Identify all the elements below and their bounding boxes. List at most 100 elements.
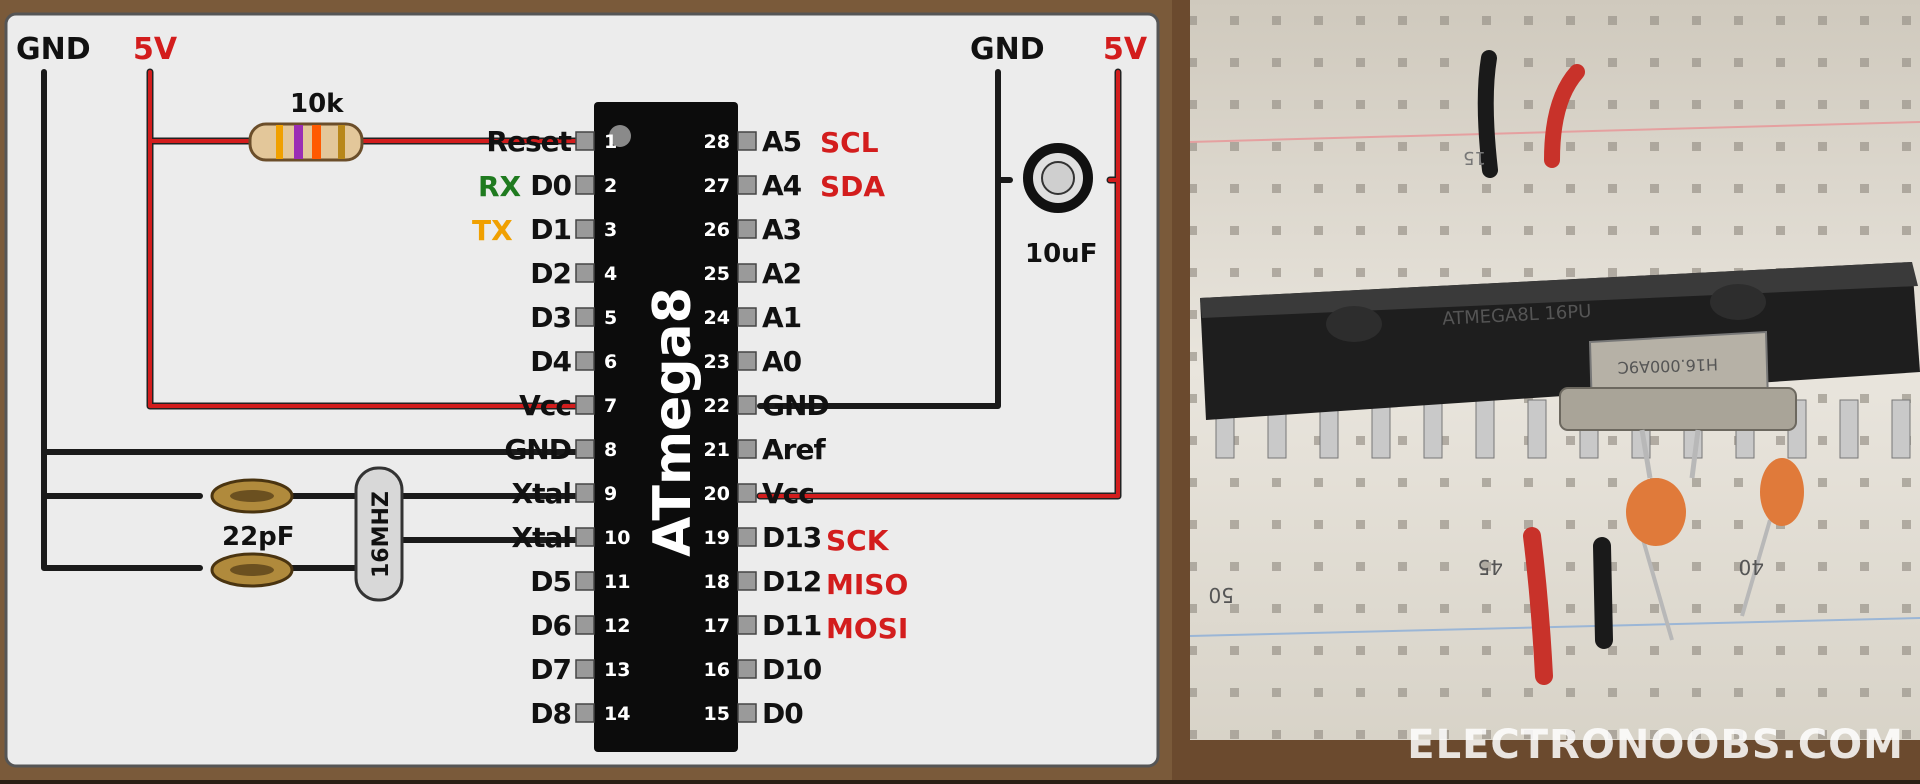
wires [41,68,1122,571]
crystal-marking: H16.000A9C [1617,355,1718,377]
pin-number: 3 [604,219,617,241]
pin-label: D2 [530,257,571,290]
breadboard-number-50: 50 [1209,583,1234,607]
pin-number: 17 [704,615,730,637]
pin-label: D0 [530,169,571,202]
chip-pin-pad [575,659,595,679]
capacitor-22pf-label: 22pF [222,522,295,552]
pin-number: 15 [704,703,730,725]
chip-pin-pad [737,571,757,591]
crystal-base [1559,387,1797,431]
pin-number: 20 [704,483,730,505]
chip-name: ATmega8 [643,287,703,557]
5v-rail-label-right: 5V [1103,32,1148,67]
chip-pin-pad [575,571,595,591]
capacitor-legs [1640,519,1772,641]
pin-number: 6 [604,351,617,373]
crystal-legs [1639,429,1701,479]
chip-top-edge [1200,262,1918,318]
breadboard-photo: ATMEGA8L 16PU H16.000A9C 45 40 50 15 ELE… [1172,0,1920,780]
chip-pin-pad [575,131,595,151]
schematic-diagram: GND 5V GND 5V [4,12,1160,768]
vcc-wires [148,70,1120,498]
pin-label: A4 [762,169,802,202]
pin-label: D5 [530,565,571,598]
pin-label: D10 [762,653,822,686]
pin-label: D13 [762,521,821,554]
red-wire-top [1544,64,1585,168]
signal-tx: TX [472,214,513,247]
red-wire-bottom [1523,527,1553,685]
resistor-10k [248,122,364,162]
pin-label: A3 [762,213,801,246]
pin-number: 13 [604,659,630,681]
pin-number: 23 [704,351,730,373]
left-pins: 1Reset2D03D14D25D36D47Vcc8GND9Xtal10Xtal… [486,125,630,730]
pin-number: 11 [604,571,630,593]
ceramic-cap-left [1626,478,1686,546]
pin-number: 5 [604,307,617,329]
pin-label: D7 [530,653,571,686]
black-wire-bottom [1593,537,1613,649]
pin-label: D6 [530,609,571,642]
chip-dimple-left [1326,306,1382,342]
watermark: ELECTRONOOBS.COM [1407,722,1904,768]
pin-number: 12 [604,615,630,637]
schematic-board [4,12,1160,768]
signal-sck: SCK [826,524,890,557]
chip-pin1-dot [609,125,631,147]
chip-pin-pad [737,307,757,327]
pin-label: D12 [762,565,821,598]
pin-label: Xtal [512,521,571,554]
chip-pin-pad [737,483,757,503]
pin-number: 14 [604,703,630,725]
pin-number: 22 [704,395,730,417]
chip-pin-pad [575,703,595,723]
signal-miso: MISO [826,568,908,601]
pin-number: 27 [704,175,730,197]
pin-label: GND [762,389,829,422]
chip-pin-pad [737,395,757,415]
breadboard-photo-illustration: ATMEGA8L 16PU H16.000A9C 45 40 50 15 ELE… [1172,0,1920,780]
pin-label: Vcc [762,477,814,510]
pin-number: 24 [704,307,730,329]
black-wire-top [1477,50,1498,178]
pin-label: A0 [762,345,802,378]
pin-number: 18 [704,571,730,593]
pin-number: 7 [604,395,617,417]
pin-number: 21 [704,439,730,461]
ceramic-cap-right [1760,458,1804,526]
breadboard-number-15: 15 [1463,147,1486,168]
chip-pin-pad [575,483,595,503]
pin-label: D8 [530,697,571,730]
pin-label: A1 [762,301,801,334]
pin-number: 19 [704,527,730,549]
chip-pin-pad [737,659,757,679]
blue-rail-line [1189,617,1920,637]
chip-dimple-right [1710,284,1766,320]
chip-pin-pad [737,219,757,239]
pin-number: 1 [604,131,617,153]
chip-pin-pad [737,131,757,151]
chip-pin-pad [737,527,757,547]
capacitor-22pf-bottom-inner [230,564,274,576]
pin-number: 25 [704,263,730,285]
pin-label: D4 [530,345,571,378]
pin-number: 10 [604,527,630,549]
crystal-16mhz [354,466,404,602]
pin-label: Aref [762,433,826,466]
chip-pin-pad [575,615,595,635]
pin-label: D0 [762,697,803,730]
pin-number: 9 [604,483,617,505]
pin-number: 2 [604,175,617,197]
capacitor-10uf [1023,143,1093,213]
signal-rx: RX [478,170,522,203]
pin-label: Reset [486,125,571,158]
chip-pin-pad [575,351,595,371]
pin-number: 16 [704,659,730,681]
5v-rail-label-left: 5V [133,32,178,67]
chip-pin-pad [575,175,595,195]
chip-pin-pad [575,219,595,239]
chip-pin-pad [575,307,595,327]
crystal-label: 16MHZ [369,491,394,578]
